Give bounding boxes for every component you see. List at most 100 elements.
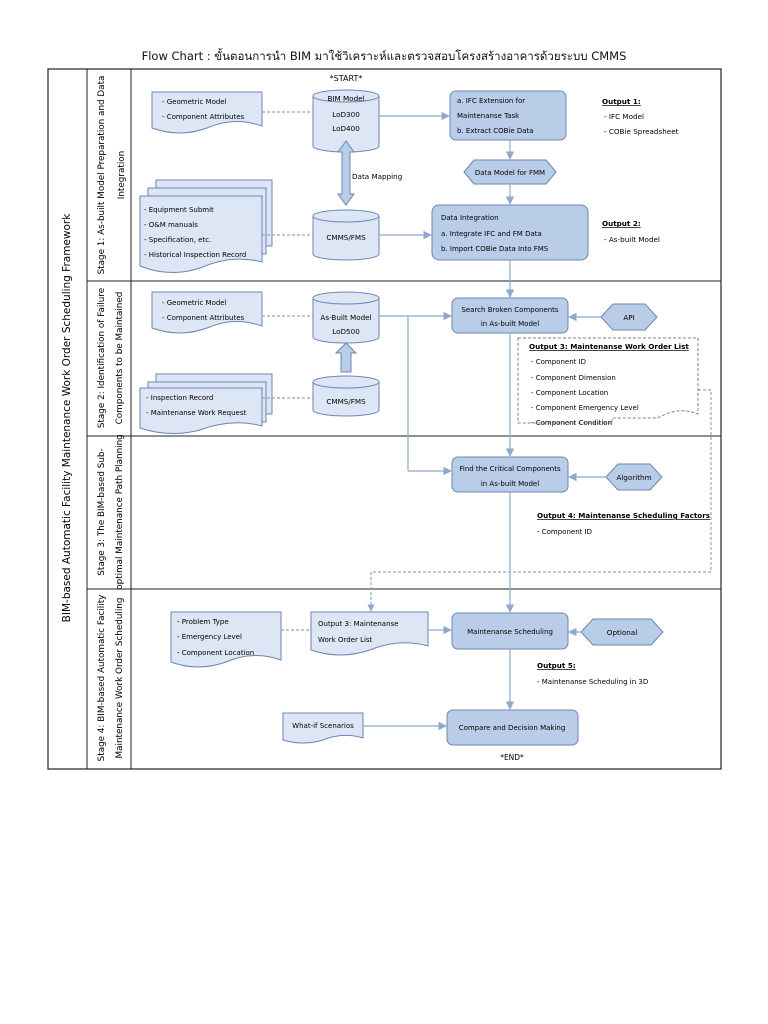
output3-box-line-2: Work Order List [318,636,373,644]
algorithm-label: Algorithm [616,473,651,482]
stage-4-label-line-1: Stage 4: BIM-based Automatic Facility [97,595,107,762]
integration-line-2: a. Integrate IFC and FM Data [441,230,542,238]
start-label: *START* [330,74,363,83]
output3-item-2: - Component Dimension [531,374,616,382]
output3-item-1: - Component ID [531,358,586,366]
stage-2-label: Stage 2: Identification of Failure Compo… [97,288,125,428]
output1-item-1: - IFC Model [604,112,644,121]
output3-title: Output 3: Maintenanse Work Order List [529,342,689,351]
stage-2-label-line-2: Components to be Maintained [115,292,125,425]
stage-3-label-line-2: optimal Maintenance Path Planning [115,434,125,590]
stage2-doc2-line-2: - Maintenanse Work Request [146,409,246,417]
search-line-1: Search Broken Components [461,306,558,314]
output1-item-2: - COBie Spreadsheet [604,127,679,136]
output-2: Output 2: - As-built Model [602,219,660,244]
output3-box-line-1: Output 3: Maintenanse [318,620,398,628]
framework-label: BIM-based Automatic Facility Maintenance… [61,213,73,623]
stage4-problem-doc: - Problem Type - Emergency Level - Compo… [170,611,282,668]
stage-1-label-line-1: Stage 1: As-built Model Preparation and … [97,76,107,275]
stage1-connectors [262,111,515,298]
stage4-doc-line-2: - Emergency Level [177,633,242,641]
stage2-doc1-line-1: - Geometric Model [162,299,227,307]
output4-item-1: - Component ID [537,528,592,536]
ifc-line-3: b. Extract COBie Data [457,127,534,135]
output5-title: Output 5: [537,661,576,670]
stage1-doc1-line-2: - Component Attributes [162,113,245,121]
stage-1-label: Stage 1: As-built Model Preparation and … [97,76,127,275]
stage1-cmms-label: CMMS/FMS [326,233,366,242]
asbuilt-line-2: LoD500 [332,327,360,336]
bim-model-line-2: LoD300 [332,110,360,119]
end-label: *END* [500,753,524,762]
find-critical-box: Find the Critical Components in As-built… [451,456,569,493]
output2-item-1: - As-built Model [604,235,660,244]
stage2-geometric-doc: - Geometric Model - Component Attributes [151,291,263,334]
page-title: Flow Chart : ขั้นตอนการนำ BIM มาใช้วิเคร… [141,49,627,63]
optional-hexagon: Optional [580,618,664,646]
api-hexagon: API [600,303,658,331]
find-line-2: in As-built Model [481,480,539,488]
stage-3-label-line-1: Stage 3: The BIM-based Sub- [97,448,107,575]
output-3-list: Output 3: Maintenanse Work Order List - … [517,337,699,427]
stage4-connectors [281,625,581,731]
data-integration-box: Data Integration a. Integrate IFC and FM… [431,204,589,261]
bim-model-line-1: BIM Model [327,94,364,103]
stage-4-label: Stage 4: BIM-based Automatic Facility Ma… [97,595,125,762]
ifc-extension-box: a. IFC Extension for Maintenanse Task b.… [449,90,567,141]
stage3-connectors [505,472,606,613]
search-broken-box: Search Broken Components in As-built Mod… [451,297,569,334]
stage1-doc2-line-4: - Historical Inspection Record [144,251,246,259]
stage-2-label-line-1: Stage 2: Identification of Failure [97,288,107,428]
output3-item-5: - Component Condition [531,419,612,427]
output3-item-4: - Component Emergency Level [531,404,639,412]
stage2-inspection-docs: - Inspection Record - Maintenanse Work R… [139,373,273,434]
stage1-doc1-line-1: - Geometric Model [162,98,227,106]
data-model-hexagon: Data Model for FMM [463,159,557,185]
stage2-cmms-database: CMMS/FMS [312,375,380,417]
stage1-doc2-line-1: - Equipment Submit [144,206,214,214]
ifc-line-2: Maintenanse Task [457,112,520,120]
data-mapping-double-arrow: Data Mapping [337,140,402,206]
bim-model-line-3: LoD400 [332,124,360,133]
output1-title: Output 1: [602,97,641,106]
stage1-cmms-database: CMMS/FMS [312,209,380,261]
stage1-doc2-line-2: - O&M manuals [144,221,198,229]
stage1-doc2-line-3: - Specification, etc. [144,236,211,244]
output-3-work-order-box: Output 3: Maintenanse Work Order List [310,611,429,656]
api-label: API [623,313,634,322]
output-1: Output 1: - IFC Model - COBie Spreadshee… [602,97,679,136]
stage1-geometric-doc: - Geometric Model - Component Attributes [151,91,263,134]
stage-3-label: Stage 3: The BIM-based Sub- optimal Main… [97,434,125,590]
stage2-upward-arrow [334,342,358,373]
output4-title: Output 4: Maintenanse Scheduling Factors [537,511,710,520]
stage2-doc2-line-1: - Inspection Record [146,394,213,402]
integration-line-3: b. Import COBie Data Into FMS [441,245,549,253]
data-model-label: Data Model for FMM [475,169,545,177]
stage-4-label-line-2: Maintenance Work Order Scheduling [115,598,125,759]
maintenance-scheduling-box: Maintenanse Scheduling [451,612,569,650]
integration-line-1: Data Integration [441,214,499,222]
stage4-doc-line-1: - Problem Type [177,618,229,626]
output-5: Output 5: - Maintenanse Scheduling in 3D [537,661,648,686]
stage2-cmms-label: CMMS/FMS [326,397,366,406]
compare-decision-box: Compare and Decision Making [446,709,579,746]
stage2-doc1-line-2: - Component Attributes [162,314,245,322]
whatif-label: What-if Scenarios [292,722,354,730]
search-line-2: in As-built Model [481,320,539,328]
output2-title: Output 2: [602,219,641,228]
output3-item-3: - Component Location [531,389,608,397]
algorithm-hexagon: Algorithm [605,463,663,491]
output-4: Output 4: Maintenanse Scheduling Factors… [537,511,710,536]
output5-item-1: - Maintenanse Scheduling in 3D [537,678,648,686]
compare-label: Compare and Decision Making [459,724,566,732]
asbuilt-line-1: As-Built Model [320,313,371,322]
find-line-1: Find the Critical Components [459,465,561,473]
stage2-connectors [262,311,712,612]
data-mapping-label: Data Mapping [352,172,402,181]
what-if-scenarios-box: What-if Scenarios [282,712,364,744]
optional-label: Optional [607,628,637,637]
framework-frame [47,68,722,770]
stage1-equipment-docs: - Equipment Submit - O&M manuals - Speci… [139,179,273,273]
as-built-model-database: As-Built Model LoD500 [312,291,380,344]
